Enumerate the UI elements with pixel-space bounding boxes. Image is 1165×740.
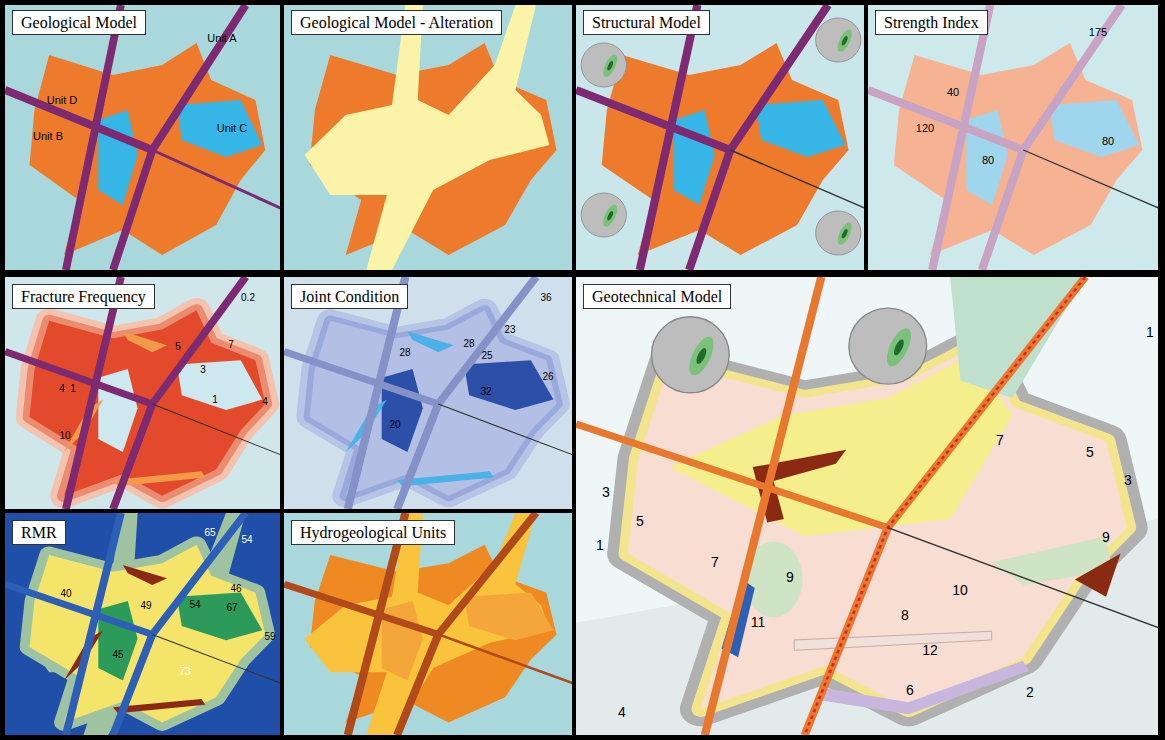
zone-label: 20 xyxy=(389,420,400,430)
panel-title: Geological Model xyxy=(12,10,146,35)
zone-label: 3 xyxy=(200,365,206,375)
zone-label: 59 xyxy=(264,632,275,642)
panel-title: RMR xyxy=(12,520,66,545)
zone-label: 10 xyxy=(59,431,70,441)
zone-label: 4 xyxy=(262,397,268,407)
zone-label: 32 xyxy=(480,387,491,397)
zone-label: 36 xyxy=(540,293,551,303)
panel-title: Geotechnical Model xyxy=(583,284,731,309)
zone-label: 9 xyxy=(1102,530,1110,544)
zone-label: 1 xyxy=(1146,325,1154,339)
title-text: Fracture Frequency xyxy=(21,288,146,305)
panel-title: Fracture Frequency xyxy=(12,284,155,309)
zone-label: 3 xyxy=(1124,473,1132,487)
title-text: Structural Model xyxy=(592,14,701,31)
zone-label: Unit D xyxy=(47,95,78,106)
panel-title: Joint Condition xyxy=(291,284,408,309)
zone-label: 40 xyxy=(60,589,71,599)
zone-label: 5 xyxy=(175,342,181,352)
zone-label: 120 xyxy=(916,123,934,134)
zone-label: 54 xyxy=(189,600,200,610)
zone-label: 6 xyxy=(906,683,914,697)
title-text: Geotechnical Model xyxy=(592,288,722,305)
zone-label: 65 xyxy=(204,528,215,538)
zone-label: Unit C xyxy=(217,123,248,134)
panel-title: Structural Model xyxy=(583,10,710,35)
title-text: Hydrogeological Units xyxy=(300,524,446,541)
zone-label: 1 xyxy=(212,395,218,405)
zone-label: 45 xyxy=(112,650,123,660)
zone-label: 46 xyxy=(230,584,241,594)
zone-label: 5 xyxy=(636,514,644,528)
panel-title: Geological Model - Alteration xyxy=(291,10,502,35)
zone-label: 3 xyxy=(602,485,610,499)
zone-label: 9 xyxy=(786,570,794,584)
zone-label: 40 xyxy=(947,87,959,98)
title-text: Strength Index xyxy=(884,14,979,31)
zone-label: Unit A xyxy=(207,33,236,44)
zone-label: 67 xyxy=(226,603,237,613)
zone-label: 25 xyxy=(481,351,492,361)
zone-label: 4 xyxy=(618,705,626,719)
zone-label: 28 xyxy=(399,348,410,358)
zone-label: 4 xyxy=(59,384,65,394)
zone-label: 73 xyxy=(179,667,190,677)
zone-label: 11 xyxy=(751,615,766,629)
zone-label: 5 xyxy=(1086,445,1094,459)
zone-label: 23 xyxy=(504,325,515,335)
zone-label: 49 xyxy=(140,601,151,611)
zone-label: 1 xyxy=(596,538,604,552)
zone-label: 80 xyxy=(982,155,994,166)
zone-label: 10 xyxy=(952,583,968,597)
zone-label: 0.2 xyxy=(241,293,255,303)
zone-label: 7 xyxy=(228,340,234,350)
zone-label: 28 xyxy=(463,339,474,349)
zone-label: 54 xyxy=(241,535,252,545)
zone-label: 80 xyxy=(1102,136,1114,147)
zone-label: 7 xyxy=(996,433,1004,447)
title-text: Joint Condition xyxy=(300,288,399,305)
panel-title: Strength Index xyxy=(875,10,988,35)
zone-label: 175 xyxy=(1089,27,1107,38)
zone-label: 1 xyxy=(70,384,76,394)
title-text: RMR xyxy=(21,524,57,541)
zone-label: 8 xyxy=(901,608,909,622)
zone-label: 12 xyxy=(922,643,938,657)
zone-label: 2 xyxy=(1026,685,1034,699)
panel-title: Hydrogeological Units xyxy=(291,520,455,545)
zone-label: 26 xyxy=(542,372,553,382)
title-text: Geological Model xyxy=(21,14,137,31)
zone-label: Unit B xyxy=(33,131,63,142)
title-text: Geological Model - Alteration xyxy=(300,14,493,31)
zone-label: 7 xyxy=(711,555,719,569)
